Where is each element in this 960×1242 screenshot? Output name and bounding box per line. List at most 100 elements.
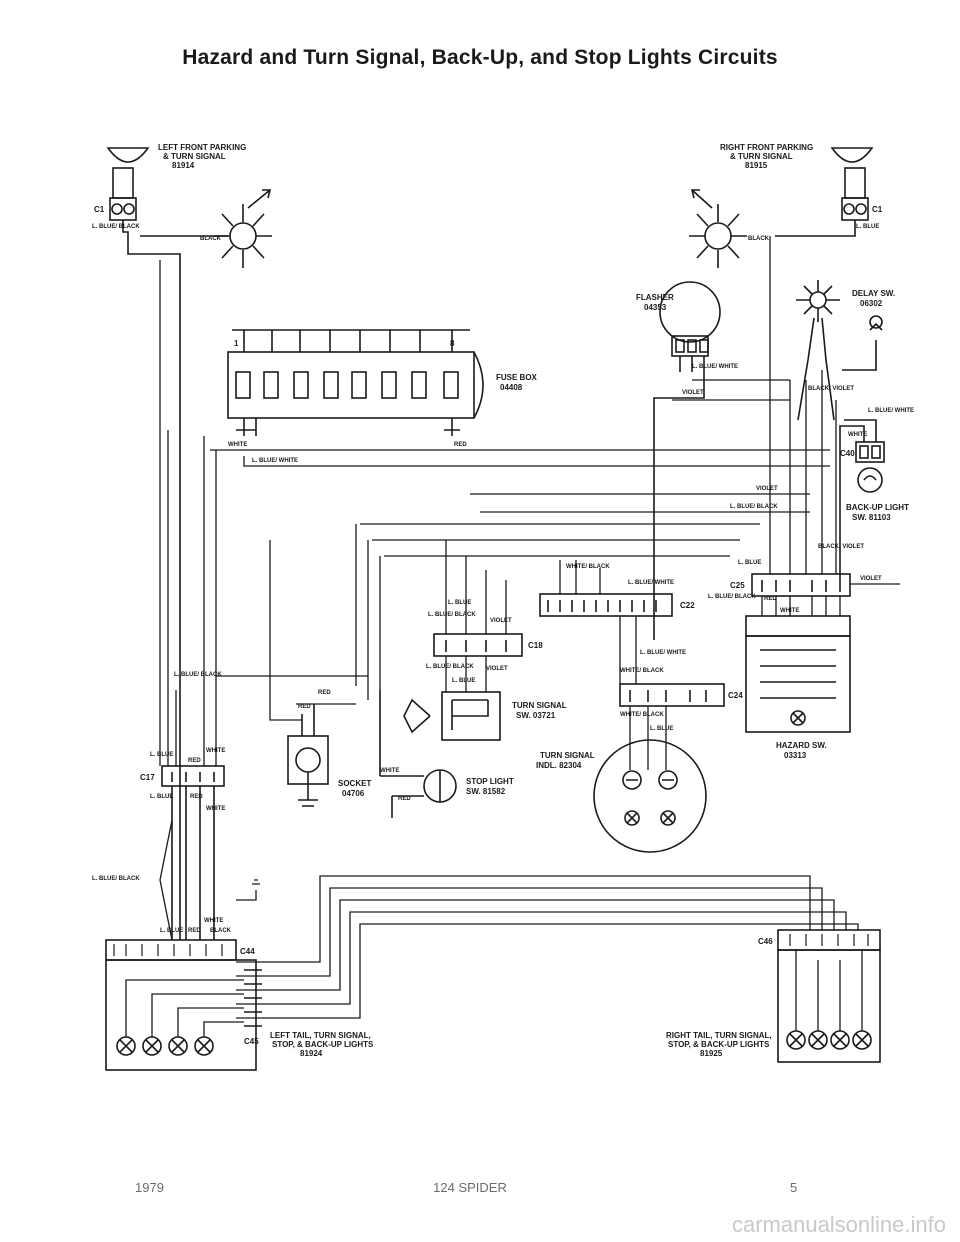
label-delay-sw-1: DELAY SW. [852,289,895,298]
footer-page-number: 5 [790,1180,798,1195]
wiring-harness [125,236,900,1037]
label-right-tail-1: RIGHT TAIL, TURN SIGNAL, [666,1031,772,1040]
wire-label-black-rear: BLACK [210,928,232,934]
label-backup-sw-2: SW. 81103 [852,513,891,522]
wire-label-lblue-ts: L. BLUE [452,678,475,684]
label-fuse-8: 8 [450,339,455,348]
wire-label-violet-ts: VIOLET [486,666,508,672]
backup-light-switch [839,419,885,580]
label-left-tail-1: LEFT TAIL, TURN SIGNAL, [270,1031,371,1040]
label-left-front-2: & TURN SIGNAL [163,152,226,161]
label-turn-indl-2: INDL. 82304 [536,761,582,770]
wire-label-white-black-c24: WHITE/ BLACK [620,668,664,674]
wire-label-lblue-white-fuse: L. BLUE/ WHITE [252,458,298,464]
wire-label-red-socket: RED [318,690,331,696]
wire-label-violet-c18: VIOLET [490,618,512,624]
wire-label-lblue-black-front: L. BLUE/ BLACK [92,224,140,230]
wire-label-red-c25: RED [764,596,777,602]
label-c1-left: C1 [94,205,105,214]
label-left-tail-3: 81924 [300,1049,323,1058]
wire-label-violet-flasher: VIOLET [682,390,704,396]
label-left-front-1: LEFT FRONT PARKING [158,143,246,152]
left-tail-assembly [105,939,262,1071]
wire-label-black-violet: BLACK/ VIOLET [808,386,854,392]
delay-switch [796,280,883,421]
wire-label-white-hz: WHITE [780,608,799,614]
socket [287,704,329,807]
wire-label-violet-mid: VIOLET [756,486,778,492]
label-flasher-1: FLASHER [636,293,674,302]
wire-label-white-backup: WHITE [848,432,867,438]
label-backup-sw-1: BACK-UP LIGHT [846,503,909,512]
wire-label-lblue-black-rear: L. BLUE/ BLACK [92,876,140,882]
label-c17: C17 [140,773,155,782]
wire-label-white-black-c22: WHITE/ BLACK [566,564,610,570]
wire-label-lblue-right: L. BLUE [856,224,879,230]
right-tail-assembly [777,929,881,1063]
label-right-tail-3: 81925 [700,1049,723,1058]
fuse-box [227,329,484,436]
connector-c24 [619,683,725,707]
label-fuse-1: 1 [234,339,239,348]
wire-label-red-c17: RED [188,758,201,764]
wire-label-lblue-black-mid: L. BLUE/ BLACK [730,504,778,510]
label-hazard-sw-2: 03313 [784,751,807,760]
label-delay-sw-2: 06302 [860,299,883,308]
label-fuse-box-1: FUSE BOX [496,373,538,382]
wire-label-lblue-white-c22: L. BLUE/ WHITE [628,580,674,586]
wire-label-lblue-black-ts: L. BLUE/ BLACK [426,664,474,670]
label-right-tail-2: STOP, & BACK-UP LIGHTS [668,1040,770,1049]
watermark: carmanualsonline.info [731,1212,946,1237]
wire-label-lblue-ind: L. BLUE [650,726,673,732]
wire-label-white-c17-b: WHITE [206,806,225,812]
wire-label-lblue-c17: L. BLUE [150,752,173,758]
footer-year: 1979 [135,1180,164,1195]
wire-label-red-socket-2: RED [298,704,311,710]
wire-label-white-fuse: WHITE [228,442,247,448]
right-front-lamp [775,147,874,237]
left-side-marker-lamp [214,189,272,268]
turn-signal-indicator [593,739,707,853]
wire-label-red-c17-b: RED [190,794,203,800]
stop-light-switch [379,690,457,818]
label-c44: C44 [240,947,255,956]
wire-label-violet-c25: VIOLET [860,576,882,582]
wire-label-lblue-c17-b: L. BLUE [150,794,173,800]
page-title: Hazard and Turn Signal, Back-Up, and Sto… [182,46,778,69]
flasher [653,281,721,640]
wire-label-lblue-black-c18: L. BLUE/ BLACK [428,612,476,618]
wire-label-lblue-black-c25: L. BLUE/ BLACK [708,594,756,600]
connector-c25 [751,573,851,597]
connector-c17 [161,765,225,940]
label-stop-sw-2: SW. 81582 [466,787,506,796]
label-c18: C18 [528,641,543,650]
connector-pins [113,934,869,956]
label-c1-right: C1 [872,205,883,214]
wire-label-lblue-white-c24: L. BLUE/ WHITE [640,650,686,656]
wire-label-lblue-c25: L. BLUE [738,560,761,566]
wire-label-lblue-black-left: L. BLUE/ BLACK [174,672,222,678]
label-left-front-3: 81914 [172,161,195,170]
wire-label-white-c17: WHITE [206,748,225,754]
wire-label-black-left: BLACK [200,236,222,242]
wire-label-black-right: BLACK [748,236,770,242]
label-c25: C25 [730,581,745,590]
label-turn-sw-1: TURN SIGNAL [512,701,567,710]
label-right-front-3: 81915 [745,161,768,170]
connector-c18 [433,633,523,657]
turn-signal-switch [403,691,501,741]
label-left-tail-2: STOP, & BACK-UP LIGHTS [272,1040,374,1049]
wire-label-white-rear: WHITE [204,918,223,924]
connector-c22 [539,593,673,617]
label-c40: C40 [840,449,855,458]
wire-label-lblue-c18: L. BLUE [448,600,471,606]
label-flasher-2: 04353 [644,303,667,312]
wire-label-black-violet-c25: BLACK/ VIOLET [818,544,864,550]
wire-label-red-stop: RED [398,796,411,802]
label-hazard-sw-1: HAZARD SW. [776,741,827,750]
label-c46: C46 [758,937,773,946]
label-c45: C45 [244,1037,259,1046]
left-front-lamp [106,147,228,940]
wire-label-white-stop: WHITE [380,768,399,774]
